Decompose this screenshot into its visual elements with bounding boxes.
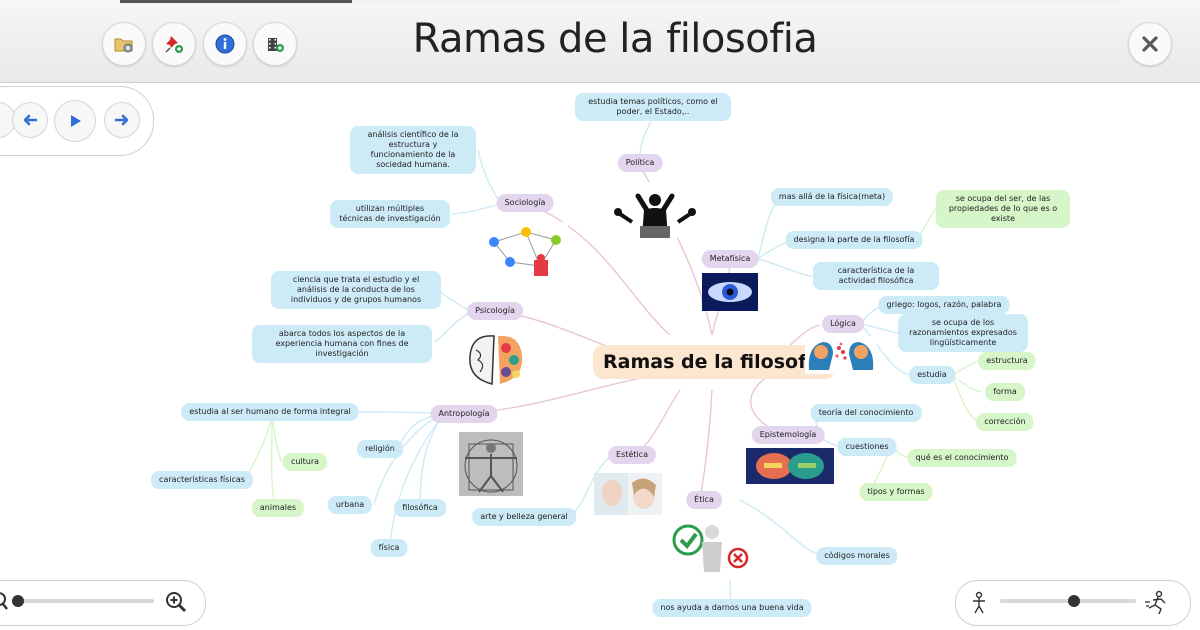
walk-slow-icon[interactable] bbox=[968, 591, 990, 615]
logica-item-6[interactable]: corrección bbox=[976, 413, 1034, 431]
logica-item-2[interactable]: se ocupa de los razonamientos expresados… bbox=[898, 314, 1028, 352]
center-topic[interactable]: Ramas de la filosofia bbox=[593, 345, 835, 379]
epistemologia-item-2[interactable]: cuestiones bbox=[837, 438, 897, 456]
folder-settings-button[interactable] bbox=[102, 22, 146, 66]
logica-item-5[interactable]: forma bbox=[985, 383, 1025, 401]
branch-estetica[interactable]: Estética bbox=[608, 446, 656, 464]
metafisica-item-2[interactable]: designa la parte de la filosofía bbox=[785, 231, 923, 249]
branch-psicologia[interactable]: Psicología bbox=[467, 302, 523, 320]
folder-settings-icon bbox=[114, 38, 133, 53]
logica-item-1[interactable]: griego: logos, razón, palabra bbox=[878, 296, 1010, 314]
pin-add-button[interactable] bbox=[152, 22, 196, 66]
info-button[interactable] bbox=[203, 22, 247, 66]
branch-etica[interactable]: Ética bbox=[686, 491, 722, 509]
sociologia-image bbox=[484, 222, 568, 280]
antropologia-image bbox=[459, 432, 523, 496]
logica-item-4[interactable]: estructura bbox=[978, 352, 1036, 370]
etica-item-2[interactable]: nos ayuda a darnos una buena vida bbox=[652, 599, 812, 617]
logica-item-3[interactable]: estudia bbox=[909, 366, 955, 384]
epistemologia-item-3[interactable]: qué es el conocimiento bbox=[907, 449, 1017, 467]
info-icon bbox=[215, 34, 235, 54]
branch-epistemologia[interactable]: Epistemología bbox=[751, 426, 825, 444]
metafisica-item-4[interactable]: se ocupa del ser, de las propiedades de … bbox=[936, 190, 1070, 228]
metafisica-item-3[interactable]: característica de la actividad filosófic… bbox=[813, 262, 939, 290]
antropologia-item-3[interactable]: cultura bbox=[282, 453, 328, 471]
metafisica-image bbox=[702, 273, 758, 311]
etica-image bbox=[672, 520, 750, 578]
antropologia-item-7[interactable]: filosófica bbox=[394, 499, 446, 517]
etica-item-1[interactable]: códigos morales bbox=[816, 547, 898, 565]
sociologia-item-2[interactable]: utilizan múltiples técnicas de investiga… bbox=[330, 200, 450, 228]
antropologia-item-8[interactable]: física bbox=[370, 539, 408, 557]
close-icon bbox=[1142, 36, 1158, 52]
zoom-slider-knob[interactable] bbox=[12, 595, 24, 607]
page-title: Ramas de la filosofia bbox=[412, 16, 818, 62]
sociologia-item-1[interactable]: análisis científico de la estructura y f… bbox=[350, 126, 476, 174]
zoom-out-icon[interactable] bbox=[0, 590, 10, 612]
antropologia-item-4[interactable]: animales bbox=[251, 499, 305, 517]
play-button[interactable] bbox=[54, 100, 96, 142]
arrow-right-icon bbox=[114, 114, 129, 126]
branch-politica[interactable]: Política bbox=[617, 154, 663, 172]
psicologia-image bbox=[464, 330, 528, 390]
psicologia-item-1[interactable]: ciencia que trata el estudio y el anális… bbox=[271, 271, 441, 309]
back-button[interactable] bbox=[12, 102, 48, 138]
forward-button[interactable] bbox=[104, 102, 140, 138]
estetica-item-1[interactable]: arte y belleza general bbox=[472, 508, 576, 526]
psicologia-item-2[interactable]: abarca todos los aspectos de la experien… bbox=[252, 325, 432, 363]
metafisica-item-1[interactable]: mas allá de la física(meta) bbox=[770, 188, 894, 206]
branch-sociologia[interactable]: Sociología bbox=[496, 194, 554, 212]
arrow-left-icon bbox=[23, 114, 38, 126]
film-add-button[interactable] bbox=[253, 22, 297, 66]
estetica-image bbox=[594, 473, 662, 515]
run-fast-icon[interactable] bbox=[1144, 590, 1170, 616]
politica-image bbox=[612, 182, 698, 238]
branch-logica[interactable]: Lógica bbox=[822, 315, 864, 333]
antropologia-item-2[interactable]: características físicas bbox=[151, 471, 253, 489]
zoom-slider-track[interactable] bbox=[12, 599, 154, 603]
antropologia-item-1[interactable]: estudia al ser humano de forma integral bbox=[181, 403, 359, 421]
epistemologia-image bbox=[746, 448, 834, 484]
antropologia-item-5[interactable]: religión bbox=[357, 440, 403, 458]
zoom-in-icon[interactable] bbox=[164, 590, 188, 614]
speed-slider-knob[interactable] bbox=[1068, 595, 1080, 607]
branch-antropologia[interactable]: Antropología bbox=[430, 405, 498, 423]
logica-image bbox=[805, 336, 877, 374]
branch-metafisica[interactable]: Metafísica bbox=[701, 250, 759, 268]
epistemologia-item-1[interactable]: teoría del conocimiento bbox=[810, 404, 922, 422]
play-icon bbox=[71, 115, 81, 127]
antropologia-item-6[interactable]: urbana bbox=[327, 496, 373, 514]
film-add-icon bbox=[268, 38, 284, 52]
top-strip bbox=[120, 0, 1120, 4]
close-button[interactable] bbox=[1128, 22, 1172, 66]
pin-add-icon bbox=[165, 36, 183, 53]
epistemologia-item-4[interactable]: tipos y formas bbox=[859, 483, 933, 501]
top-toolbar bbox=[0, 0, 1200, 83]
politica-note[interactable]: estudia temas políticos, como el poder, … bbox=[575, 93, 731, 121]
